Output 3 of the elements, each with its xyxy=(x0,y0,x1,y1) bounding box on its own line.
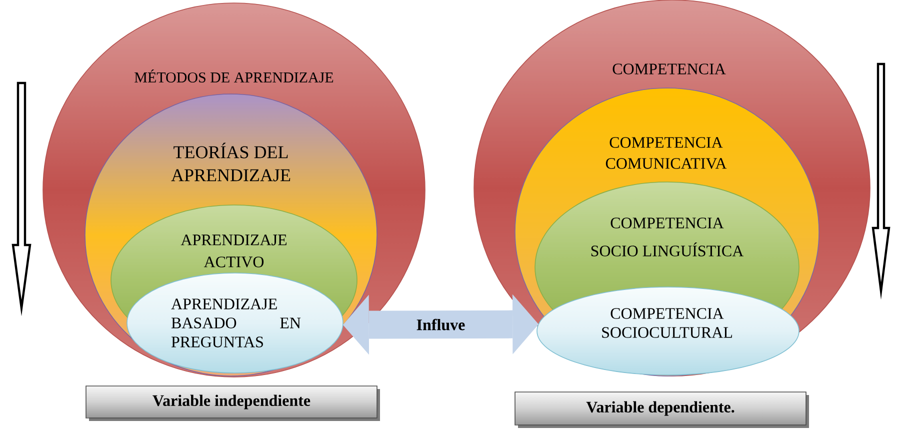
label-box: Variable dependiente. xyxy=(514,392,809,428)
label-box: Variable independiente xyxy=(86,386,380,421)
block-arrow xyxy=(342,294,539,355)
